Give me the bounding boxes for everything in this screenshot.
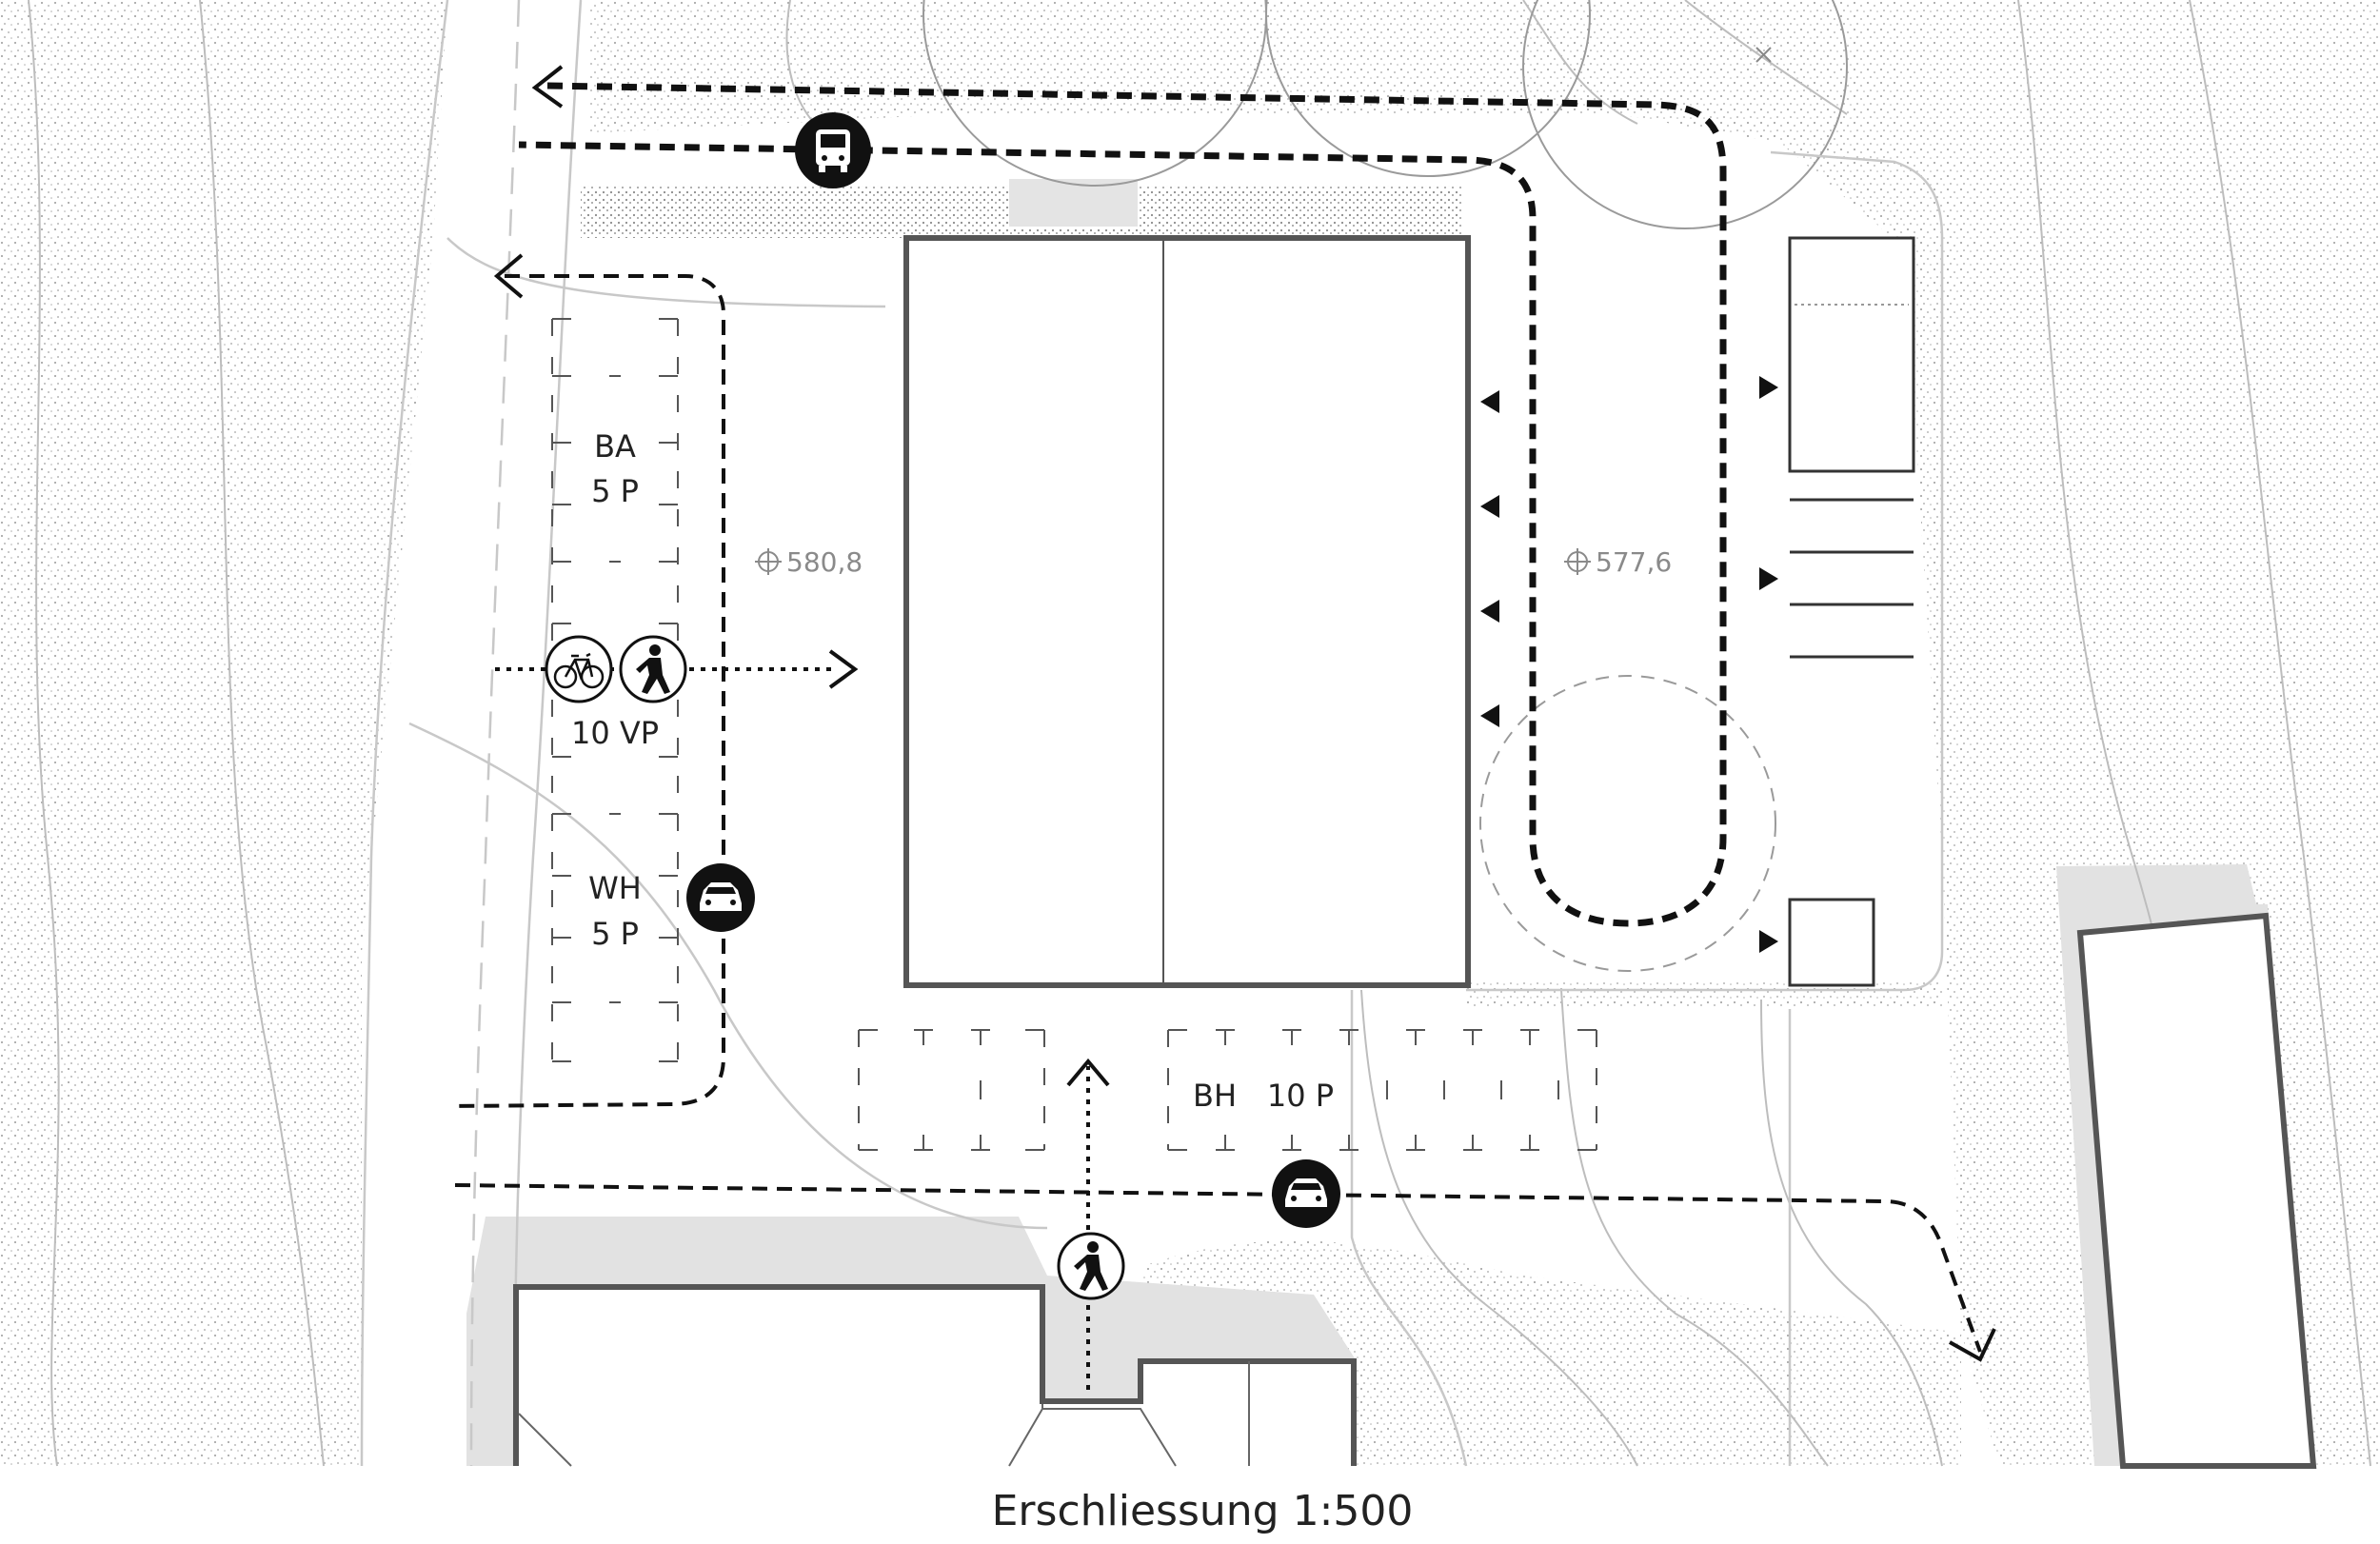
entrance-triangle (1480, 704, 1499, 727)
entrance-triangle (1759, 930, 1778, 953)
car-icon (686, 863, 755, 932)
terrain-north (590, 0, 2380, 857)
bus-route-out (518, 82, 1727, 927)
car-icon (1272, 1159, 1340, 1228)
car-route-west (451, 274, 725, 1108)
entrance-markers (1480, 376, 1778, 953)
elevation-east-value: 577,6 (1596, 546, 1672, 578)
pedestrian-icon (619, 635, 687, 703)
east-building (2076, 912, 2317, 1469)
bh-parking-count: 10 P (1267, 1078, 1334, 1114)
car-arrowhead-south (1949, 1328, 1996, 1362)
south-buildings (513, 912, 2317, 1469)
wh-parking-name: WH (588, 870, 642, 906)
parking-labels: BA 5 P 10 VP WH 5 P BH 10 P (571, 428, 1334, 1114)
elevation-west-value: 580,8 (786, 546, 863, 578)
main-building (903, 235, 1471, 988)
tree (1522, 0, 1848, 229)
shed-north (1788, 236, 1915, 473)
terrain-west (0, 0, 447, 1466)
wh-parking-count: 5 P (591, 916, 639, 952)
entrance-triangle (1480, 495, 1499, 518)
ba-parking-count: 5 P (591, 473, 639, 509)
tree (1265, 0, 1591, 177)
south-building-west (513, 1284, 1357, 1466)
turning-circle (1479, 675, 1776, 972)
bicycle-icon (545, 635, 613, 703)
shed-south (1788, 898, 1875, 987)
slow-arrowhead (828, 649, 859, 689)
plan-caption: Erschliessung 1:500 (992, 1487, 1414, 1535)
parking-west (551, 318, 679, 1062)
entrance-triangle (1759, 376, 1778, 399)
vp-parking-label: 10 VP (571, 715, 659, 751)
elevation-marker-west: 580,8 (755, 546, 863, 578)
bh-parking-name: BH (1193, 1078, 1237, 1114)
ba-parking-name: BA (594, 428, 636, 465)
road-edges (360, 0, 1944, 1467)
car-arrowhead-west (493, 253, 524, 299)
car-route-south (454, 1183, 1982, 1353)
tree-marker (1755, 47, 1772, 63)
parking-south (858, 1029, 1597, 1151)
elevation-marker-east: 577,6 (1564, 546, 1672, 578)
main-building-outline (903, 235, 1471, 988)
grey-north-strip (1009, 179, 1138, 227)
pedestrian-icon (1057, 1232, 1125, 1300)
trees (922, 0, 1848, 972)
entrance-triangle (1480, 390, 1499, 413)
bus-arrowhead (531, 65, 564, 109)
east-structures (1755, 47, 1915, 987)
bus-icon (795, 112, 871, 188)
entrance-triangle (1759, 567, 1778, 590)
entrance-triangle (1480, 600, 1499, 623)
pedestrian-arrowhead (1066, 1058, 1110, 1087)
terrain-east-strip (1466, 980, 1942, 1009)
